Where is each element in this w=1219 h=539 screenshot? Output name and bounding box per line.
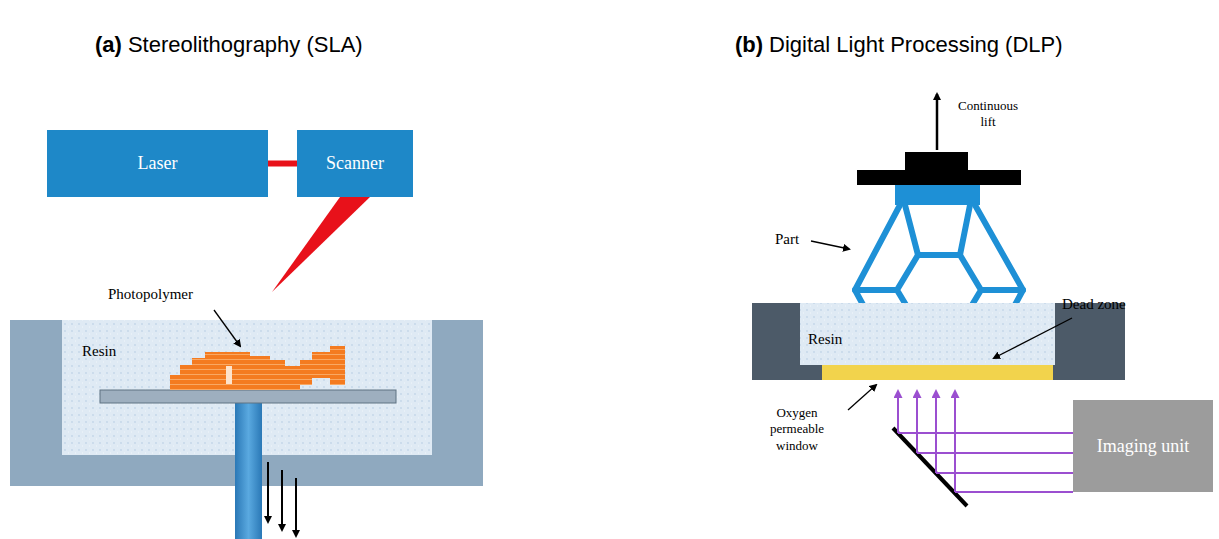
motion-label: Continuous lift — [955, 98, 1021, 131]
sla-illustration — [10, 197, 483, 539]
panel-letter: (b) — [735, 32, 763, 58]
down-arrow — [267, 462, 269, 522]
scanner-box: Scanner — [297, 130, 413, 197]
down-arrow — [295, 478, 297, 536]
part-label: Photopolymer — [108, 286, 193, 303]
build-platform — [100, 390, 396, 403]
material-label: Resin — [808, 331, 842, 348]
platform-mount — [905, 152, 968, 170]
leader-line — [811, 241, 849, 249]
down-arrow — [281, 470, 283, 530]
box-label: Laser — [138, 153, 178, 174]
leader-line — [848, 385, 876, 410]
laser-beam — [272, 197, 370, 292]
leader-line — [214, 310, 240, 346]
laser-box: Laser — [47, 130, 268, 197]
elevator-rod — [235, 403, 262, 539]
part-top — [895, 185, 980, 205]
part-detail — [226, 366, 232, 384]
panel-title: Stereolithography (SLA) — [128, 32, 363, 58]
box-label: Imaging unit — [1097, 436, 1190, 457]
light-rays — [898, 391, 1073, 492]
build-platform — [857, 170, 1021, 185]
part-label: Part — [775, 231, 799, 248]
photopolymer-part — [170, 346, 345, 390]
region-label: Dead zone — [1062, 296, 1126, 313]
resin — [800, 303, 1055, 365]
panel-title: Digital Light Processing (DLP) — [769, 32, 1062, 58]
panel-letter: (a) — [95, 32, 122, 58]
vat-wall — [1053, 303, 1125, 380]
lift-arrow — [936, 94, 939, 150]
oxygen-window — [822, 365, 1053, 380]
material-label: Resin — [82, 343, 116, 360]
laser-link — [268, 161, 297, 167]
box-label: Scanner — [326, 153, 384, 174]
window-label: Oxygen permeable window — [752, 405, 842, 454]
leader-line — [994, 318, 1072, 358]
imaging-unit-box: Imaging unit — [1073, 400, 1213, 492]
dlp-illustration — [752, 94, 1125, 506]
